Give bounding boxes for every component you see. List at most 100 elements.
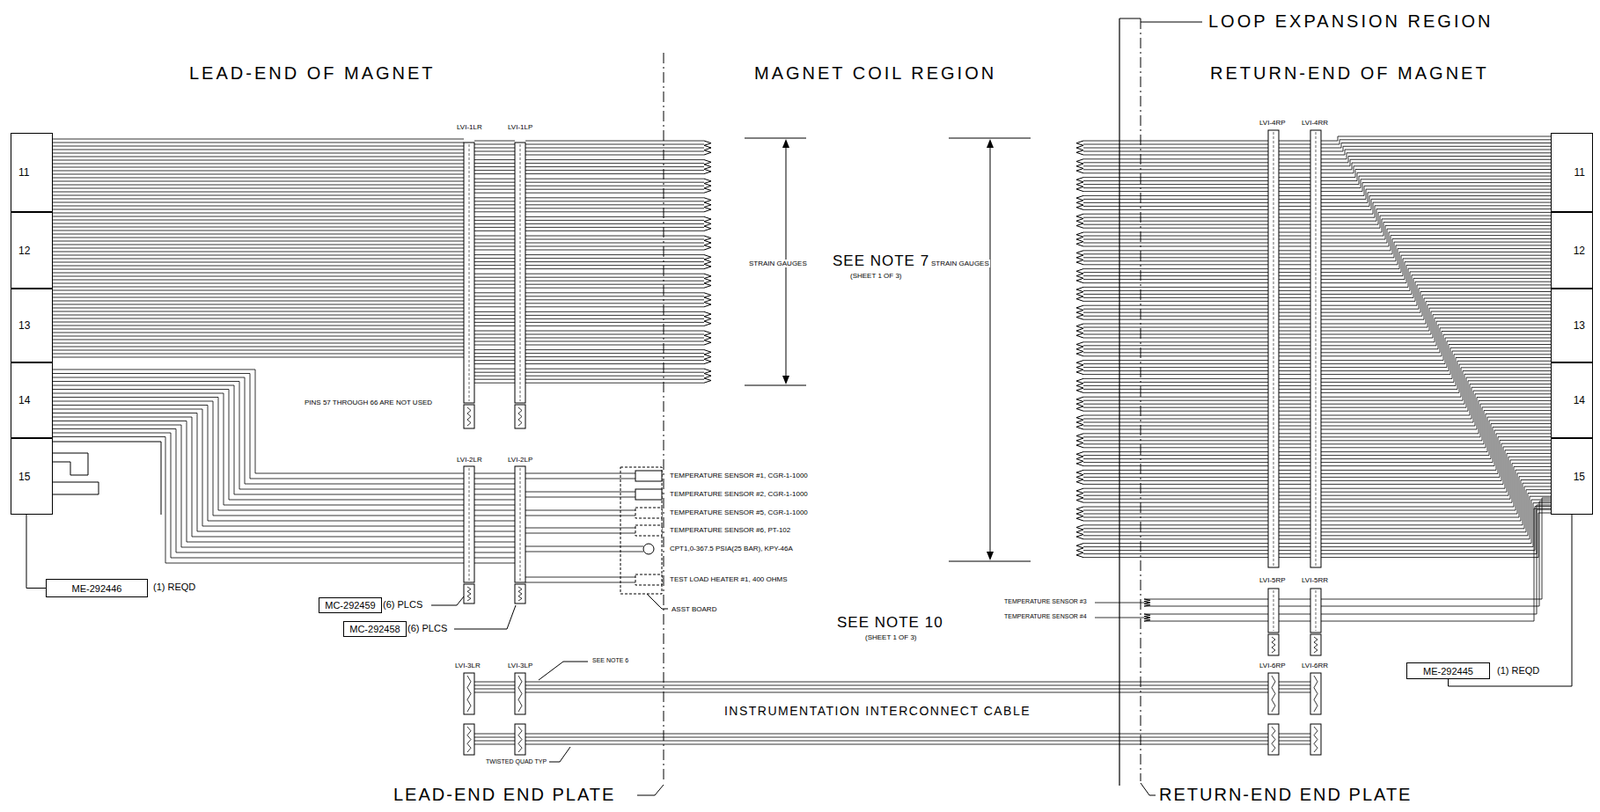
- label-text: TEMPERATURE SENSOR #3: [1004, 598, 1087, 605]
- label-text: SEE NOTE 10: [836, 614, 944, 632]
- annotation-label: (6) PLCS: [406, 623, 448, 635]
- label-text: TEMPERATURE SENSOR #1, CGR-1-1000: [669, 471, 808, 480]
- leader-line: [1140, 22, 1203, 23]
- label-text: LVI-4RR: [1301, 118, 1329, 127]
- annotation-label: STRAIN GAUGES: [930, 259, 991, 268]
- annotation-label: LVI-3LP: [506, 661, 534, 670]
- connector-block: 15: [10, 438, 53, 515]
- label-text: RETURN-END OF MAGNET: [1210, 63, 1490, 83]
- plug-symbol: [518, 726, 522, 753]
- plug-symbol: [463, 724, 475, 756]
- label-text: MAGNET COIL REGION: [754, 63, 997, 83]
- leader-line: [431, 596, 464, 606]
- dimension-tick: [744, 138, 807, 140]
- label-text: (6) PLCS: [407, 623, 448, 634]
- connector-pins: [520, 144, 522, 402]
- node-text: 14: [1573, 394, 1586, 407]
- plug-symbol: [1313, 726, 1318, 753]
- label-text: LVI-3LP: [507, 661, 533, 670]
- label-text: TWISTED QUAD TYP: [485, 758, 547, 765]
- plug-symbol: [1313, 675, 1318, 712]
- label-text: LVI-1LP: [507, 123, 533, 132]
- sensor-wire: [525, 473, 644, 583]
- label-text: PINS 57 THROUGH 66 ARE NOT USED: [304, 398, 433, 407]
- annotation-label: TEMPERATURE SENSOR #4: [1003, 613, 1088, 621]
- lvi-connector: [1268, 130, 1279, 568]
- lead-end-wire: [52, 369, 515, 564]
- label-text: LVI-1LR: [456, 123, 483, 132]
- annotation-label: RETURN-END OF MAGNET: [1209, 63, 1490, 84]
- lvi-connector: [463, 142, 475, 404]
- connector-pins: [1273, 132, 1275, 566]
- connector-pins: [1315, 132, 1317, 566]
- lvi-connector: [514, 466, 526, 583]
- leader-line: [454, 605, 516, 630]
- label-text: STRAIN GAUGES: [748, 259, 808, 268]
- label-text: LVI-6RR: [1301, 661, 1329, 670]
- dimension-tick: [744, 385, 807, 387]
- annotation-label: CPT1,0-367.5 PSIA(25 BAR), KPY-46A: [668, 544, 794, 553]
- annotation-label: (SHEET 1 OF 3): [864, 633, 918, 642]
- annotation-label: TEST LOAD HEATER #1, 400 OHMS: [668, 575, 789, 584]
- node-text: 13: [1573, 319, 1586, 332]
- node-text: 11: [18, 166, 30, 179]
- annotation-label: LEAD-END END PLATE: [392, 785, 617, 806]
- plug-symbol: [1268, 724, 1279, 756]
- end-plate-line: [663, 52, 665, 784]
- connector-pins: [1315, 590, 1317, 632]
- label-text: (SHEET 1 OF 3): [850, 271, 903, 280]
- plug-symbol: [463, 673, 475, 715]
- strain-gauge-wire: [474, 140, 705, 383]
- connector-block: 14: [1550, 362, 1593, 439]
- node-text: 15: [18, 470, 30, 484]
- node-text: 12: [1573, 244, 1586, 257]
- annotation-label: LVI-6RR: [1300, 661, 1329, 670]
- sensor-box: [635, 470, 662, 482]
- arrowhead: [782, 375, 790, 385]
- annotation-label: SEE NOTE 6: [591, 657, 630, 665]
- lvi-connector: [1310, 130, 1322, 568]
- leader-connector: [26, 514, 46, 589]
- label-text: LVI-2LP: [507, 455, 533, 464]
- annotation-label: LVI-5RR: [1300, 576, 1329, 585]
- label-text: RETURN-END END PLATE: [1159, 785, 1412, 805]
- connector-block: 13: [10, 288, 53, 363]
- annotation-label: LVI-1LR: [455, 123, 484, 132]
- plug-symbol: [514, 404, 526, 429]
- wire-loop: [52, 453, 99, 495]
- annotation-label: MAGNET COIL REGION: [753, 63, 998, 84]
- sensor-box: [635, 489, 662, 500]
- connector-block: 14: [10, 362, 53, 439]
- annotation-label: LVI-4RR: [1300, 118, 1329, 127]
- label-text: LVI-5RR: [1301, 576, 1329, 585]
- node-text: 13: [18, 319, 30, 332]
- plug-symbol: [514, 673, 526, 715]
- plug-symbol: [518, 587, 522, 602]
- annotation-label: TEMPERATURE SENSOR #2, CGR-1-1000: [668, 490, 809, 499]
- label-text: LVI-3LR: [455, 661, 481, 670]
- label-text: LVI-6RP: [1259, 661, 1286, 670]
- label-text: ASST BOARD: [671, 605, 717, 614]
- plug-symbol: [1310, 724, 1322, 756]
- node-text: 11: [1574, 166, 1586, 179]
- plug-symbol: [1271, 726, 1276, 753]
- leader-line: [1140, 783, 1156, 796]
- annotation-label: PINS 57 THROUGH 66 ARE NOT USED: [303, 398, 434, 407]
- connector-block: 12: [1550, 212, 1593, 289]
- label-text: TEMPERATURE SENSOR #2, CGR-1-1000: [669, 490, 808, 499]
- label-text: STRAIN GAUGES: [931, 259, 990, 268]
- label-text: (1) REQD: [1497, 665, 1540, 676]
- connector-pins: [520, 468, 522, 581]
- annotation-label: TEMPERATURE SENSOR #6, PT-102: [668, 526, 792, 535]
- plug-symbol: [514, 584, 526, 604]
- plug-symbol: [1310, 634, 1322, 656]
- plug-symbol: [1271, 675, 1276, 712]
- pressure-transducer: [643, 543, 654, 555]
- annotation-label: LVI-6RP: [1258, 661, 1287, 670]
- node-text: ME-292446: [72, 583, 123, 595]
- annotation-label: (6) PLCS: [381, 599, 424, 611]
- label-text: TEMPERATURE SENSOR #5, CGR-1-1000: [669, 508, 808, 517]
- node-text: MC-292458: [349, 623, 400, 635]
